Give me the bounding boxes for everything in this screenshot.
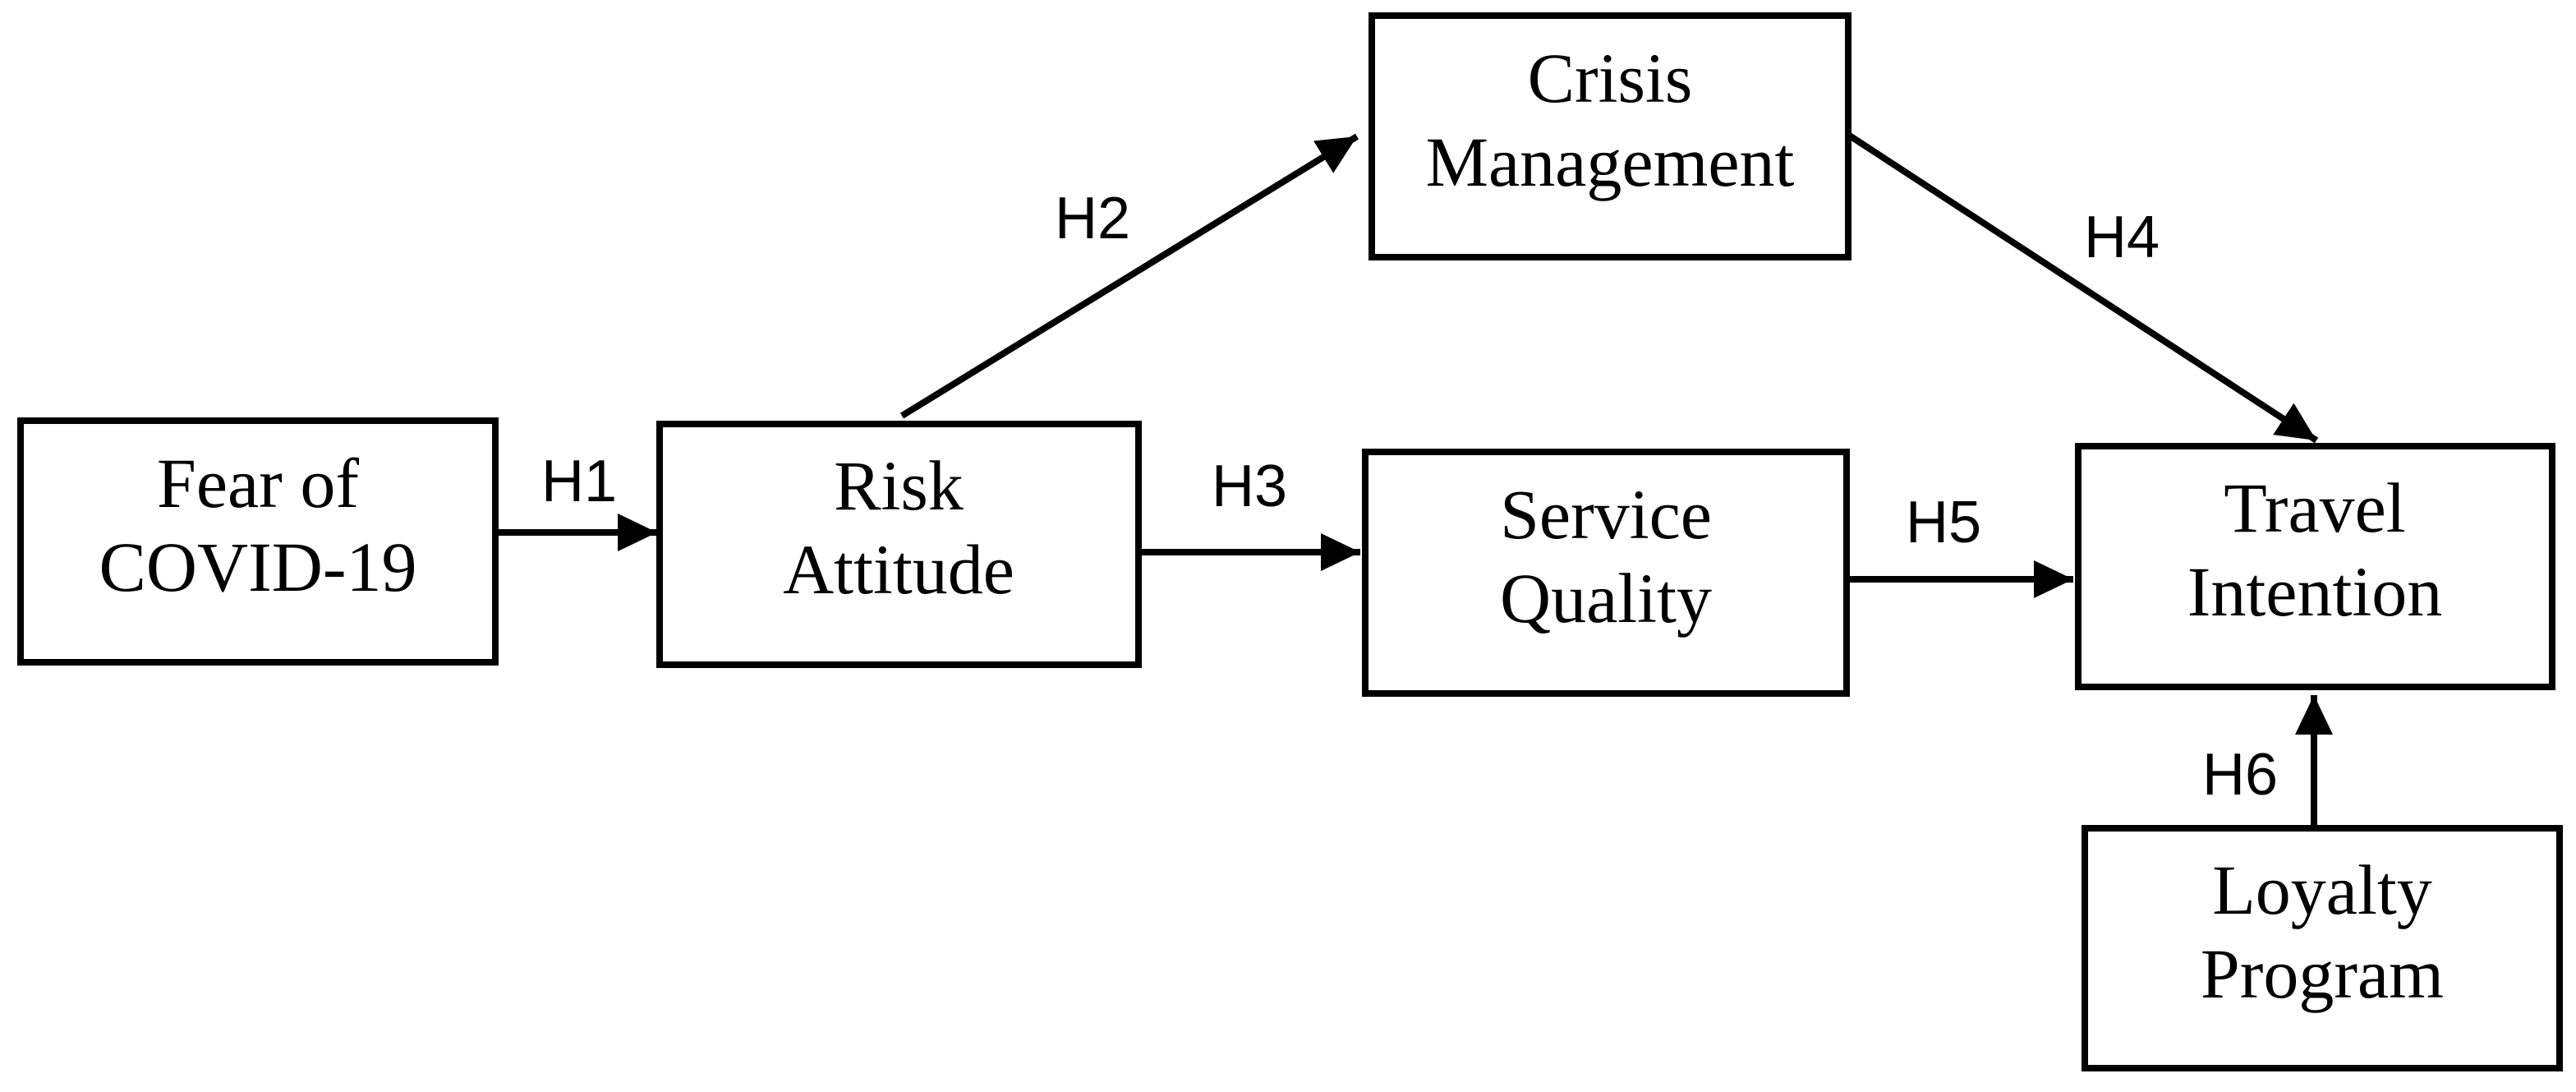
loyalty-program-box — [2082, 825, 2563, 1071]
node-travel-intention: Travel Intention — [2075, 443, 2555, 690]
h1-label: H1 — [541, 449, 617, 514]
node-loyalty-program: Loyalty Program — [2082, 825, 2563, 1071]
risk-attitude-label-line1: Risk — [834, 446, 964, 525]
service-quality-label-line2: Quality — [1500, 559, 1712, 638]
risk-attitude-box — [656, 421, 1142, 668]
crisis-management-label-line2: Management — [1426, 122, 1795, 201]
crisis-management-box — [1368, 12, 1852, 260]
node-crisis-management: Crisis Management — [1368, 12, 1852, 260]
edge-h3-arrow: H3 — [1138, 454, 1360, 571]
edge-h5-arrow: H5 — [1847, 490, 2073, 598]
fear-of-covid19-label-line1: Fear of — [157, 444, 359, 523]
service-quality-box — [1362, 449, 1850, 697]
h2-arrow-line — [899, 133, 1359, 419]
edge-h2-arrow: H2 — [899, 133, 1359, 419]
edge-h4-arrow: H4 — [1846, 131, 2319, 444]
node-risk-attitude: Risk Attitude — [656, 421, 1142, 668]
fear-of-covid19-label-line2: COVID-19 — [99, 528, 417, 606]
loyalty-program-label-line1: Loyalty — [2212, 850, 2432, 929]
h5-label: H5 — [1906, 490, 1981, 555]
edge-h6-arrow: H6 — [2202, 695, 2333, 828]
h4-arrow-line — [1846, 131, 2319, 444]
h4-label: H4 — [2084, 205, 2160, 270]
travel-intention-label-line2: Intention — [2187, 552, 2443, 631]
h3-label: H3 — [1212, 454, 1287, 519]
h6-label: H6 — [2202, 742, 2278, 808]
node-fear-of-covid19: Fear of COVID-19 — [17, 417, 499, 666]
travel-intention-box — [2075, 443, 2555, 690]
edge-h1-arrow: H1 — [495, 449, 657, 551]
risk-attitude-label-line2: Attitude — [783, 530, 1014, 609]
h2-label: H2 — [1055, 186, 1130, 251]
service-quality-label-line1: Service — [1500, 475, 1712, 554]
loyalty-program-label-line2: Program — [2201, 934, 2444, 1013]
crisis-management-label-line1: Crisis — [1528, 39, 1693, 117]
travel-intention-label-line1: Travel — [2224, 468, 2405, 547]
fear-of-covid19-box — [17, 417, 499, 666]
node-service-quality: Service Quality — [1362, 449, 1850, 697]
